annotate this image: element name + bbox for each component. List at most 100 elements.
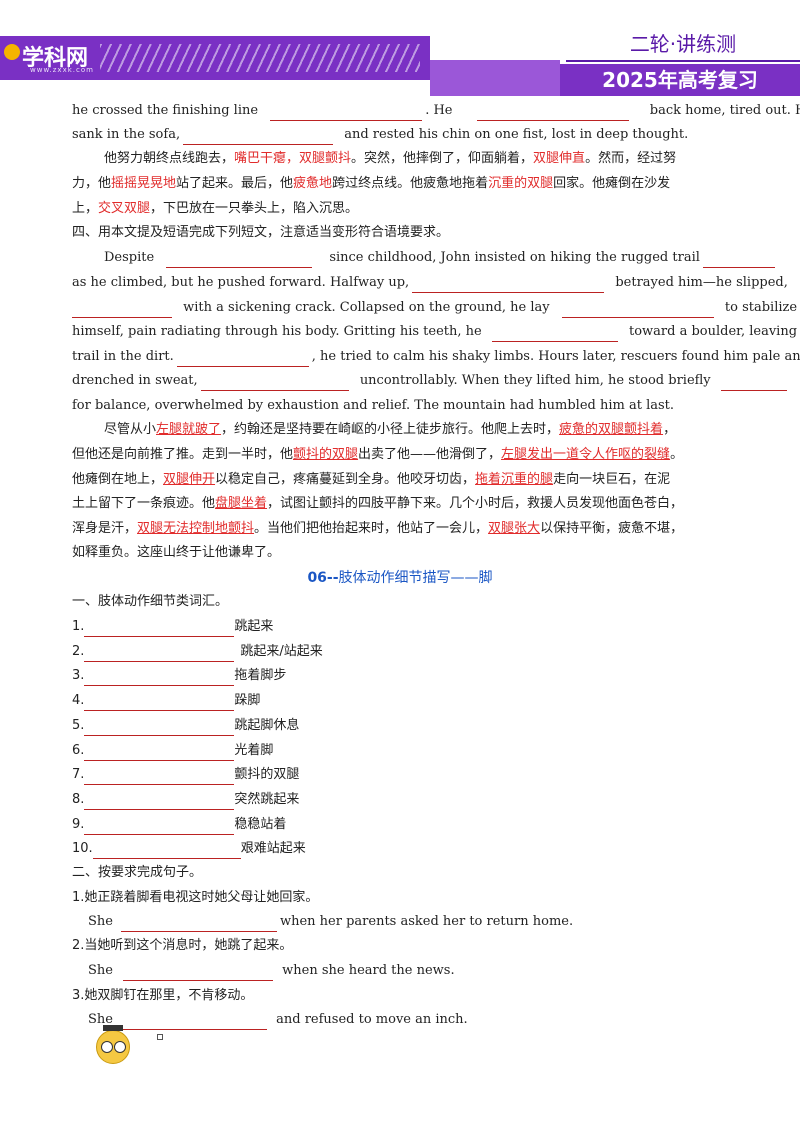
text: trail in the dirt. <box>72 349 174 364</box>
text: 。当他们把他抬起来时，他站了一会儿， <box>254 521 489 536</box>
text: 他瘫倒在地上， <box>72 472 164 487</box>
blank-field[interactable] <box>476 106 629 121</box>
text: 以保持平衡，疲惫不堪， <box>540 521 684 536</box>
highlight-text: 盘腿坐着 <box>215 496 268 511</box>
text: 上， <box>72 201 99 216</box>
section-heading: 二、按要求完成句子。 <box>72 865 203 880</box>
section-heading: 一、肢体动作细节类词汇。 <box>72 594 229 609</box>
vocab-number: 6. <box>72 743 85 758</box>
sentence-prompt: 3.她双脚钉在那里，不肯移动。 <box>72 988 254 1003</box>
blank-field[interactable] <box>176 352 309 367</box>
blank-field[interactable] <box>412 278 605 293</box>
text: 土上留下了一条痕迹。他 <box>72 496 216 511</box>
page-header: 学科网 www.zxxk.com 二轮·讲练测 2025年高考复习 <box>0 0 800 100</box>
vocab-item: 7. 颤抖的双腿 <box>72 765 299 785</box>
vocab-item: 8.突然跳起来 <box>72 790 299 810</box>
text-line: 力，他摇摇晃晃地站了起来。最后，他疲惫地跨过终点线。他疲惫地拖着沉重的双腿回家。… <box>72 174 670 194</box>
blank-field[interactable] <box>92 844 241 859</box>
highlight-text: 双腿伸开 <box>163 472 216 487</box>
text: and rested his chin on one fist, lost in… <box>344 127 689 142</box>
site-url: www.zxxk.com <box>30 66 94 74</box>
owl-eye <box>101 1041 113 1053</box>
blank-field[interactable] <box>270 106 423 121</box>
vocab-meaning: 跳起来 <box>234 619 274 634</box>
text: 浑身是汗， <box>72 521 138 536</box>
text: Despite <box>104 250 155 265</box>
vocab-meaning: 跳起来/站起来 <box>240 644 323 659</box>
section-title-text: 肢体动作细节描写——脚 <box>338 570 493 586</box>
blank-field[interactable] <box>72 303 172 318</box>
blank-field[interactable] <box>84 820 235 835</box>
text-line: for balance, overwhelmed by exhaustion a… <box>72 398 675 413</box>
text: 走向一块巨石，在泥 <box>553 472 671 487</box>
blank-field[interactable] <box>200 376 349 391</box>
text: as he climbed, but he pushed forward. Ha… <box>72 275 410 290</box>
blank-field[interactable] <box>84 795 235 810</box>
blank-field[interactable] <box>116 1015 267 1030</box>
text-line: 尽管从小左腿就跛了，约翰还是坚持要在崎岖的小径上徒步旅行。他爬上去时，疲惫的双腿… <box>104 420 676 440</box>
text: ，试图让颤抖的四肢平静下来。几个小时后，救援人员发现他面色苍白， <box>267 496 684 511</box>
vocab-meaning: 光着脚 <box>234 743 274 758</box>
text: 。 <box>670 447 684 462</box>
highlight-text: 双腿张大 <box>488 521 541 536</box>
text-line: drenched in sweat, uncontrollably. When … <box>72 371 790 391</box>
vocab-item: 2. 跳起来/站起来 <box>72 642 323 662</box>
vocab-number: 3. <box>72 668 85 683</box>
text: uncontrollably. When they lifted him, he… <box>359 373 711 388</box>
blank-field[interactable] <box>166 253 313 268</box>
text: ，约翰还是坚持要在崎岖的小径上徒步旅行。他爬上去时， <box>221 422 560 437</box>
vocab-meaning: 跺脚 <box>234 693 261 708</box>
blank-field[interactable] <box>84 696 235 711</box>
blank-field[interactable] <box>84 647 235 662</box>
highlight-text: 疲惫地 <box>293 176 333 191</box>
highlight-text: 左腿发出一道令人作呕的裂缝 <box>501 447 671 462</box>
sentence-prompt: 1.她正跷着脚看电视这时她父母让她回家。 <box>72 890 319 905</box>
divider <box>566 60 800 62</box>
blank-field[interactable] <box>491 327 618 342</box>
vocab-number: 1. <box>72 619 85 634</box>
blank-field[interactable] <box>120 917 277 932</box>
highlight-text: 拖着沉重的腿 <box>475 472 554 487</box>
vocab-meaning: 拖着脚步 <box>234 668 287 683</box>
blank-field[interactable] <box>702 253 775 268</box>
text: 。然而，经过努 <box>585 151 677 166</box>
logo-band <box>0 36 430 80</box>
header-strip <box>430 60 560 96</box>
blank-field[interactable] <box>84 746 235 761</box>
blank-field[interactable] <box>84 671 235 686</box>
text-line: trail in the dirt. , he tried to calm his… <box>72 347 800 367</box>
vocab-item: 4. 跺脚 <box>72 691 260 711</box>
text: 以稳定自己，疼痛蔓延到全身。他咬牙切齿， <box>215 472 476 487</box>
text-line: himself, pain radiating through his body… <box>72 322 800 342</box>
vocab-number: 7. <box>72 767 85 782</box>
vocab-item: 1. 跳起来 <box>72 617 273 637</box>
vocab-number: 4. <box>72 693 85 708</box>
vocab-item: 10.艰难站起来 <box>72 839 306 859</box>
text: betrayed him—he slipped, <box>615 275 788 290</box>
text: She <box>88 963 113 978</box>
vocab-number: 5. <box>72 718 85 733</box>
blank-field[interactable] <box>84 770 235 785</box>
vocab-meaning: 跳起脚休息 <box>234 718 300 733</box>
blank-field[interactable] <box>720 376 787 391</box>
series-title: 二轮·讲练测 <box>629 32 737 56</box>
text: 。突然，他摔倒了，仰面躺着， <box>351 151 534 166</box>
vocab-number: 2. <box>72 644 85 659</box>
blank-field[interactable] <box>122 966 273 981</box>
text: 但他还是向前推了推。走到一半时，他 <box>72 447 294 462</box>
text: drenched in sweat, <box>72 373 198 388</box>
blank-field[interactable] <box>84 622 235 637</box>
highlight-text: 沉重的双腿 <box>488 176 554 191</box>
section-heading: 四、用本文提及短语完成下列短文，注意适当变形符合语境要求。 <box>72 225 450 240</box>
text-line: with a sickening crack. Collapsed on the… <box>72 298 797 318</box>
text: 力，他 <box>72 176 112 191</box>
blank-field[interactable] <box>84 721 235 736</box>
vocab-number: 8. <box>72 792 85 807</box>
vocab-number: 10. <box>72 841 93 856</box>
text: ，下巴放在一只拳头上，陷入沉思。 <box>150 201 359 216</box>
text: , he tried to calm his shaky limbs. Hour… <box>311 349 800 364</box>
blank-field[interactable] <box>561 303 714 318</box>
text: when she heard the news. <box>282 963 455 978</box>
vocab-meaning: 颤抖的双腿 <box>234 767 300 782</box>
blank-field[interactable] <box>183 130 334 145</box>
